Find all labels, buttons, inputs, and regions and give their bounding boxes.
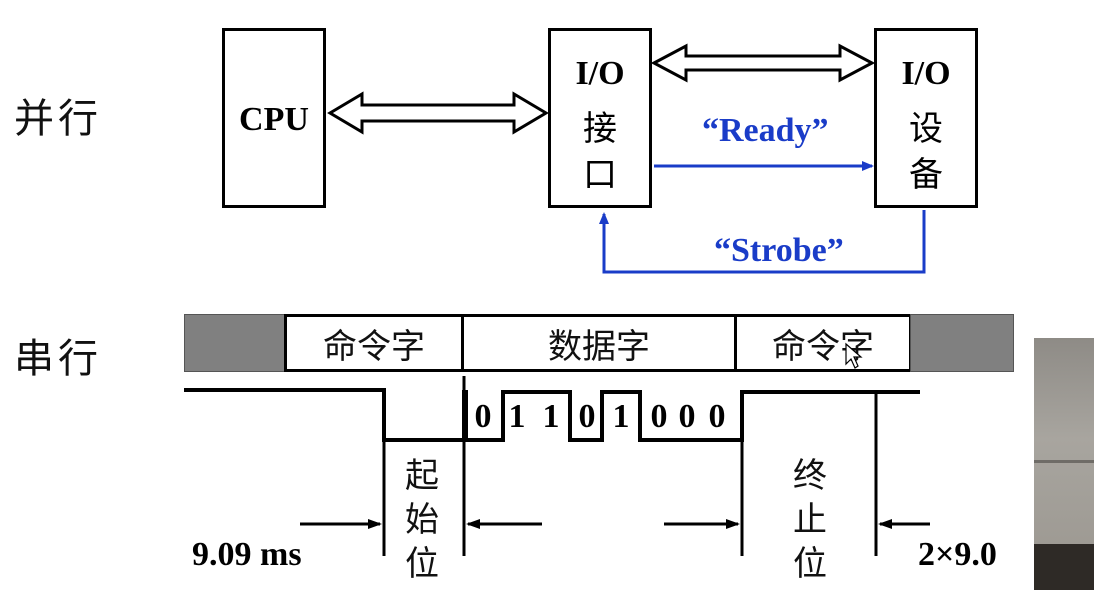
- left-time-label: 9.09 ms: [192, 536, 302, 573]
- bit-4: 1: [612, 398, 630, 435]
- stop-bit-label: 终 止 位: [790, 454, 830, 586]
- io-interface-box: I/O 接 口: [548, 28, 652, 208]
- io-interface-line1: I/O: [575, 55, 625, 92]
- start-bit-label: 起 始 位: [402, 454, 442, 586]
- stop-bit-char-1: 终: [793, 456, 827, 496]
- bit-1: 1: [508, 398, 526, 435]
- start-bit-char-2: 始: [405, 500, 439, 540]
- bit-3: 0: [578, 398, 596, 435]
- io-interface-line3: 口: [583, 155, 617, 195]
- stop-bit-char-2: 止: [793, 500, 827, 540]
- io-device-line2: 设: [909, 109, 943, 149]
- serial-waveform: [184, 388, 920, 442]
- cpu-box: CPU: [222, 28, 326, 208]
- bit-2: 1: [542, 398, 560, 435]
- serial-row-label: 串行: [14, 336, 102, 382]
- io-device-line1: I/O: [901, 55, 951, 92]
- bit-7: 0: [708, 398, 726, 435]
- data-word-cell: 数据字: [461, 314, 737, 372]
- strobe-line: [599, 210, 926, 274]
- cpu-label: CPU: [239, 101, 309, 138]
- parallel-row-label: 并行: [14, 96, 102, 142]
- command-word-cell-1: 命令字: [284, 314, 464, 372]
- start-bit-char-3: 位: [405, 544, 439, 584]
- io-device-box: I/O 设 备: [874, 28, 978, 208]
- strobe-signal-label: “Strobe”: [714, 232, 844, 269]
- bit-5: 0: [650, 398, 668, 435]
- io-interface-line2: 接: [583, 109, 617, 149]
- idle-block-right: [910, 314, 1014, 372]
- presenter-photo: [1034, 338, 1094, 590]
- cpu-bus-arrow: [327, 91, 549, 135]
- command-word-cell-2: 命令字: [734, 314, 912, 372]
- io-device-line3: 备: [909, 155, 943, 195]
- ready-signal-label: “Ready”: [702, 112, 829, 149]
- stop-bit-char-3: 位: [793, 544, 827, 584]
- bit-6: 0: [678, 398, 696, 435]
- cursor-icon: [845, 342, 863, 369]
- device-bus-arrow: [650, 43, 876, 83]
- right-time-label: 2×9.0: [918, 536, 997, 573]
- bit-0: 0: [474, 398, 492, 435]
- start-bit-char-1: 起: [405, 456, 439, 496]
